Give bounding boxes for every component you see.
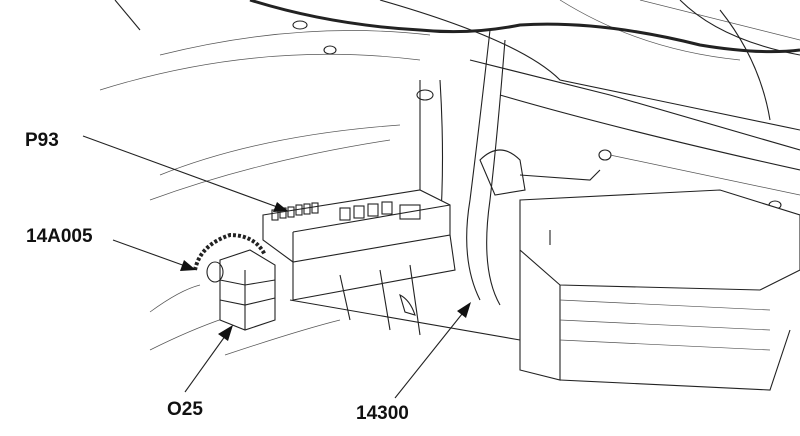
14300-leader-line xyxy=(394,308,467,399)
p93-arrowhead xyxy=(273,202,288,212)
callout-14a005: 14A005 xyxy=(26,226,93,247)
14300-arrowhead xyxy=(457,302,471,318)
callout-o25: O25 xyxy=(167,399,203,420)
o25-leader-line xyxy=(184,331,229,393)
callout-p93: P93 xyxy=(25,130,59,151)
callout-14300: 14300 xyxy=(356,403,409,424)
14a005-arrowhead xyxy=(180,260,196,271)
14a005-leader-line xyxy=(112,239,189,268)
p93-leader-line xyxy=(82,135,281,209)
o25-arrowhead xyxy=(218,325,233,341)
